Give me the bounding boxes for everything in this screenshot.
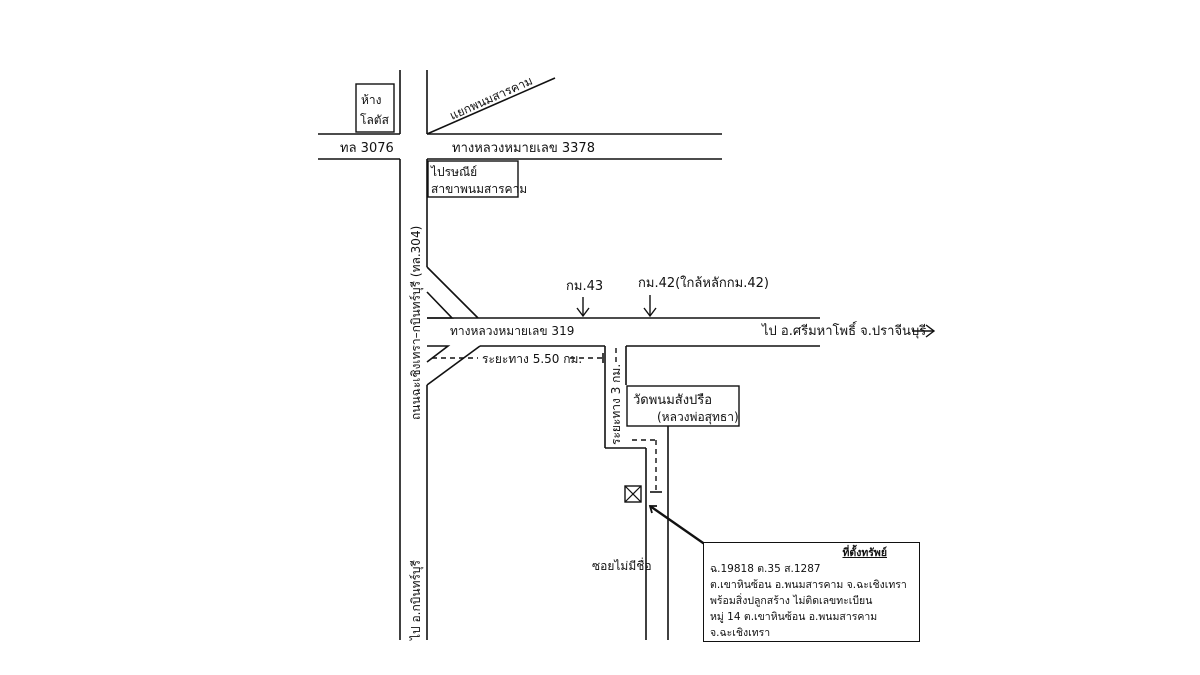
property-line-4: หมู่ 14 ต.เขาหินซ้อน อ.พนมสารคาม bbox=[710, 611, 878, 623]
property-pointer-arrow bbox=[648, 505, 707, 546]
temple-box bbox=[626, 385, 740, 427]
property-line-3: พร้อมสิ่งปลูกสร้าง ไม่ติดเลขทะเบียน bbox=[710, 595, 873, 607]
unnamed-soi-label: ซอยไม่มีชื่อ bbox=[592, 557, 652, 573]
highway-319-label: ทางหลวงหมายเลข 319 bbox=[450, 324, 574, 338]
to-srimaha-label: ไป อ.ศรีมหาโพธิ์ จ.ปราจีนบุรี bbox=[761, 321, 926, 339]
mall-box bbox=[355, 83, 395, 133]
property-line-5: จ.ฉะเชิงเทรา bbox=[710, 627, 771, 639]
distance-3-label: ระยะทาง 3 กม. bbox=[609, 364, 623, 445]
road-3076-label: ทล 3076 bbox=[340, 141, 394, 156]
post-office-label-line2: สาขาพนมสารคาม bbox=[431, 182, 527, 196]
temple-label-line1: วัดพนมสังปรือ bbox=[633, 392, 712, 408]
distance-dashed-lines bbox=[432, 348, 662, 493]
distance-550-label: ระยะทาง 5.50 กม. bbox=[482, 352, 582, 366]
highway-3378-road bbox=[318, 133, 722, 160]
junction-branch-line bbox=[426, 77, 556, 135]
property-info-box: ที่ตั้งทรัพย์ ฉ.19818 ต.35 ส.1287 ต.เขาห… bbox=[703, 542, 920, 642]
mall-label-line1: ห้าง bbox=[361, 93, 382, 107]
km43-label: กม.43 bbox=[566, 279, 603, 294]
temple-side-road bbox=[604, 346, 669, 640]
to-kabin-label: ไป อ.กบินทร์บุรี bbox=[409, 559, 424, 641]
post-office-label-line1: ไปรษณีย์ bbox=[430, 165, 477, 179]
junction-label: แยกพนมสารคาม bbox=[448, 74, 535, 123]
km42-label: กม.42(ใกล้หลักกม.42) bbox=[638, 275, 769, 291]
property-line-2: ต.เขาหินซ้อน อ.พนมสารคาม จ.ฉะเชิงเทรา bbox=[710, 579, 907, 591]
mall-label-line2: โลตัส bbox=[360, 113, 390, 127]
property-location-icon bbox=[624, 485, 642, 503]
main-road-label: ถนนฉะเชิงเทรา–กบินทร์บุรี (ทล.304) bbox=[409, 226, 424, 420]
property-title: ที่ตั้งทรัพย์ bbox=[842, 547, 887, 559]
right-arrow-icon bbox=[912, 324, 936, 338]
property-line-1: ฉ.19818 ต.35 ส.1287 bbox=[710, 563, 821, 575]
highway-3378-label: ทางหลวงหมายเลข 3378 bbox=[452, 141, 595, 156]
highway-319-road bbox=[426, 266, 820, 386]
km42-arrow bbox=[643, 295, 657, 318]
route-304-road bbox=[399, 70, 428, 640]
km43-arrow bbox=[576, 297, 590, 318]
post-office-box bbox=[427, 160, 519, 198]
temple-label-line2: (หลวงพ่อสุทธา) bbox=[657, 410, 739, 425]
